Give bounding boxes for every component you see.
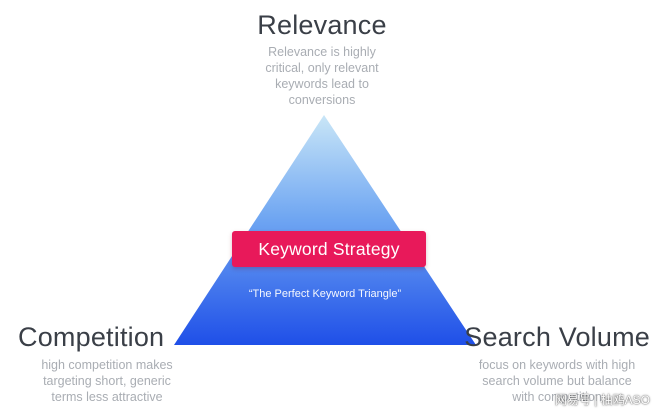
relevance-description-line: critical, only relevant: [265, 61, 379, 75]
triangle-shape: [174, 115, 476, 345]
competition-description-line: terms less attractive: [51, 390, 163, 404]
relevance-description-line: keywords lead to: [275, 77, 369, 91]
competition-heading: Competition: [18, 322, 165, 352]
relevance-description-line: Relevance is highly: [268, 45, 376, 59]
search-volume-heading: Search Volume: [464, 322, 650, 352]
keyword-strategy-label: Keyword Strategy: [258, 238, 400, 259]
search-volume-description-line: search volume but balance: [482, 374, 632, 388]
triangle-subtitle: “The Perfect Keyword Triangle”: [248, 288, 402, 300]
watermark: 网易号 | 柚鸥ASO: [554, 393, 650, 407]
relevance-description: Relevance is highly critical, only relev…: [0, 44, 644, 108]
search-volume-description: focus on keywords with high search volum…: [462, 357, 652, 405]
competition-description: high competition makes targeting short, …: [12, 357, 202, 405]
relevance-description-line: conversions: [288, 93, 356, 107]
keyword-strategy-label-box: Keyword Strategy: [232, 231, 426, 267]
competition-description-line: high competition makes: [41, 358, 173, 372]
relevance-heading: Relevance: [257, 10, 387, 40]
competition-description-line: targeting short, generic: [43, 374, 171, 388]
search-volume-description-line: focus on keywords with high: [478, 358, 636, 372]
search-volume-description-line: with competition: [512, 390, 602, 404]
